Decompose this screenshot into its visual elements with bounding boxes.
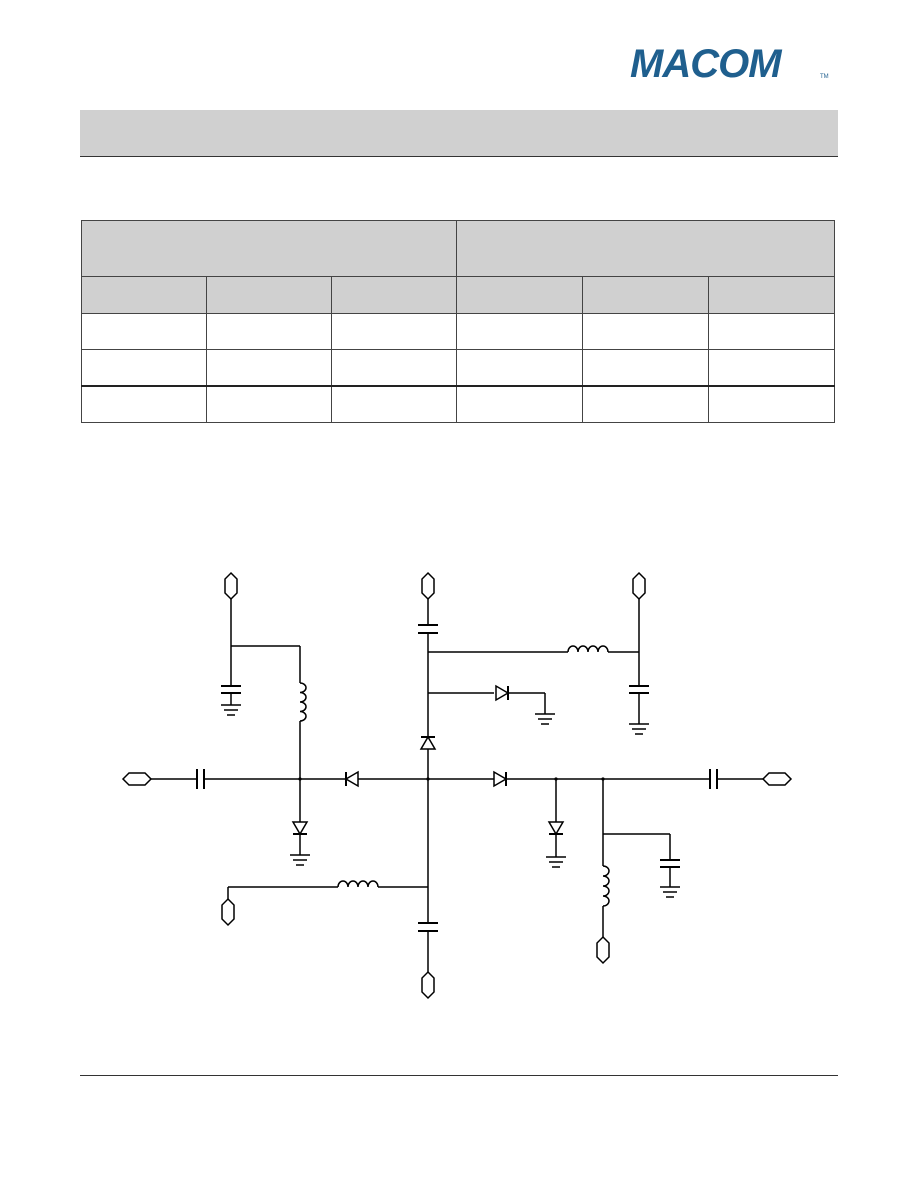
ground-symbol bbox=[660, 886, 680, 898]
ground-symbol bbox=[629, 723, 649, 735]
inductor-bottom-right bbox=[602, 865, 610, 907]
port-rf-left bbox=[121, 772, 153, 786]
table-cell bbox=[582, 313, 710, 350]
ground-symbol bbox=[546, 856, 566, 868]
inductor-top-left bbox=[299, 682, 307, 722]
table-row bbox=[81, 349, 836, 387]
table-cell bbox=[81, 385, 207, 423]
table-cell bbox=[81, 349, 207, 387]
title-band bbox=[80, 110, 838, 157]
table-row bbox=[81, 313, 836, 350]
port-top-center bbox=[421, 571, 435, 601]
ground-symbol bbox=[221, 704, 241, 716]
macom-logo: MACOM TM bbox=[630, 44, 829, 84]
ground-symbol bbox=[535, 713, 555, 725]
capacitors bbox=[196, 624, 718, 932]
port-bottom-center bbox=[421, 970, 435, 1000]
table-cell bbox=[582, 385, 710, 423]
table-cell bbox=[708, 313, 836, 350]
junctions bbox=[298, 777, 605, 781]
table-cell bbox=[456, 313, 584, 350]
table-cell bbox=[708, 349, 836, 387]
inductors bbox=[299, 645, 610, 907]
table-cell bbox=[330, 385, 458, 423]
table-cell bbox=[81, 313, 207, 350]
table-column-header-row bbox=[81, 276, 836, 314]
inductor-bottom-left bbox=[337, 880, 379, 888]
ground-symbol bbox=[290, 854, 310, 866]
column-header bbox=[708, 276, 836, 314]
port-top-left bbox=[224, 571, 238, 601]
wires bbox=[151, 599, 763, 972]
inductor-top-right bbox=[567, 645, 609, 653]
spec-table bbox=[80, 220, 836, 423]
port-bottom-left bbox=[221, 897, 235, 927]
table-cell bbox=[456, 385, 584, 423]
grounds bbox=[221, 704, 680, 898]
table-group-header-row bbox=[80, 220, 836, 277]
port-bottom-right bbox=[596, 935, 610, 965]
svg-text:TM: TM bbox=[820, 74, 829, 80]
column-header bbox=[330, 276, 458, 314]
port-rf-right bbox=[761, 772, 793, 786]
port-top-right bbox=[632, 571, 646, 601]
table-cell bbox=[330, 313, 458, 350]
table-cell bbox=[206, 349, 332, 387]
group-header-left bbox=[80, 220, 458, 277]
svg-text:MACOM: MACOM bbox=[630, 44, 783, 84]
table-cell bbox=[206, 313, 332, 350]
table-cell bbox=[456, 349, 584, 387]
group-header-right bbox=[456, 220, 836, 277]
table-cell bbox=[708, 385, 836, 423]
ports bbox=[121, 571, 793, 1000]
table-cell bbox=[330, 349, 458, 387]
column-header bbox=[582, 276, 710, 314]
table-row bbox=[81, 385, 836, 423]
column-header bbox=[206, 276, 332, 314]
column-header bbox=[81, 276, 207, 314]
diodes bbox=[291, 684, 565, 836]
table-cell bbox=[206, 385, 332, 423]
footer-rule bbox=[80, 1075, 838, 1076]
